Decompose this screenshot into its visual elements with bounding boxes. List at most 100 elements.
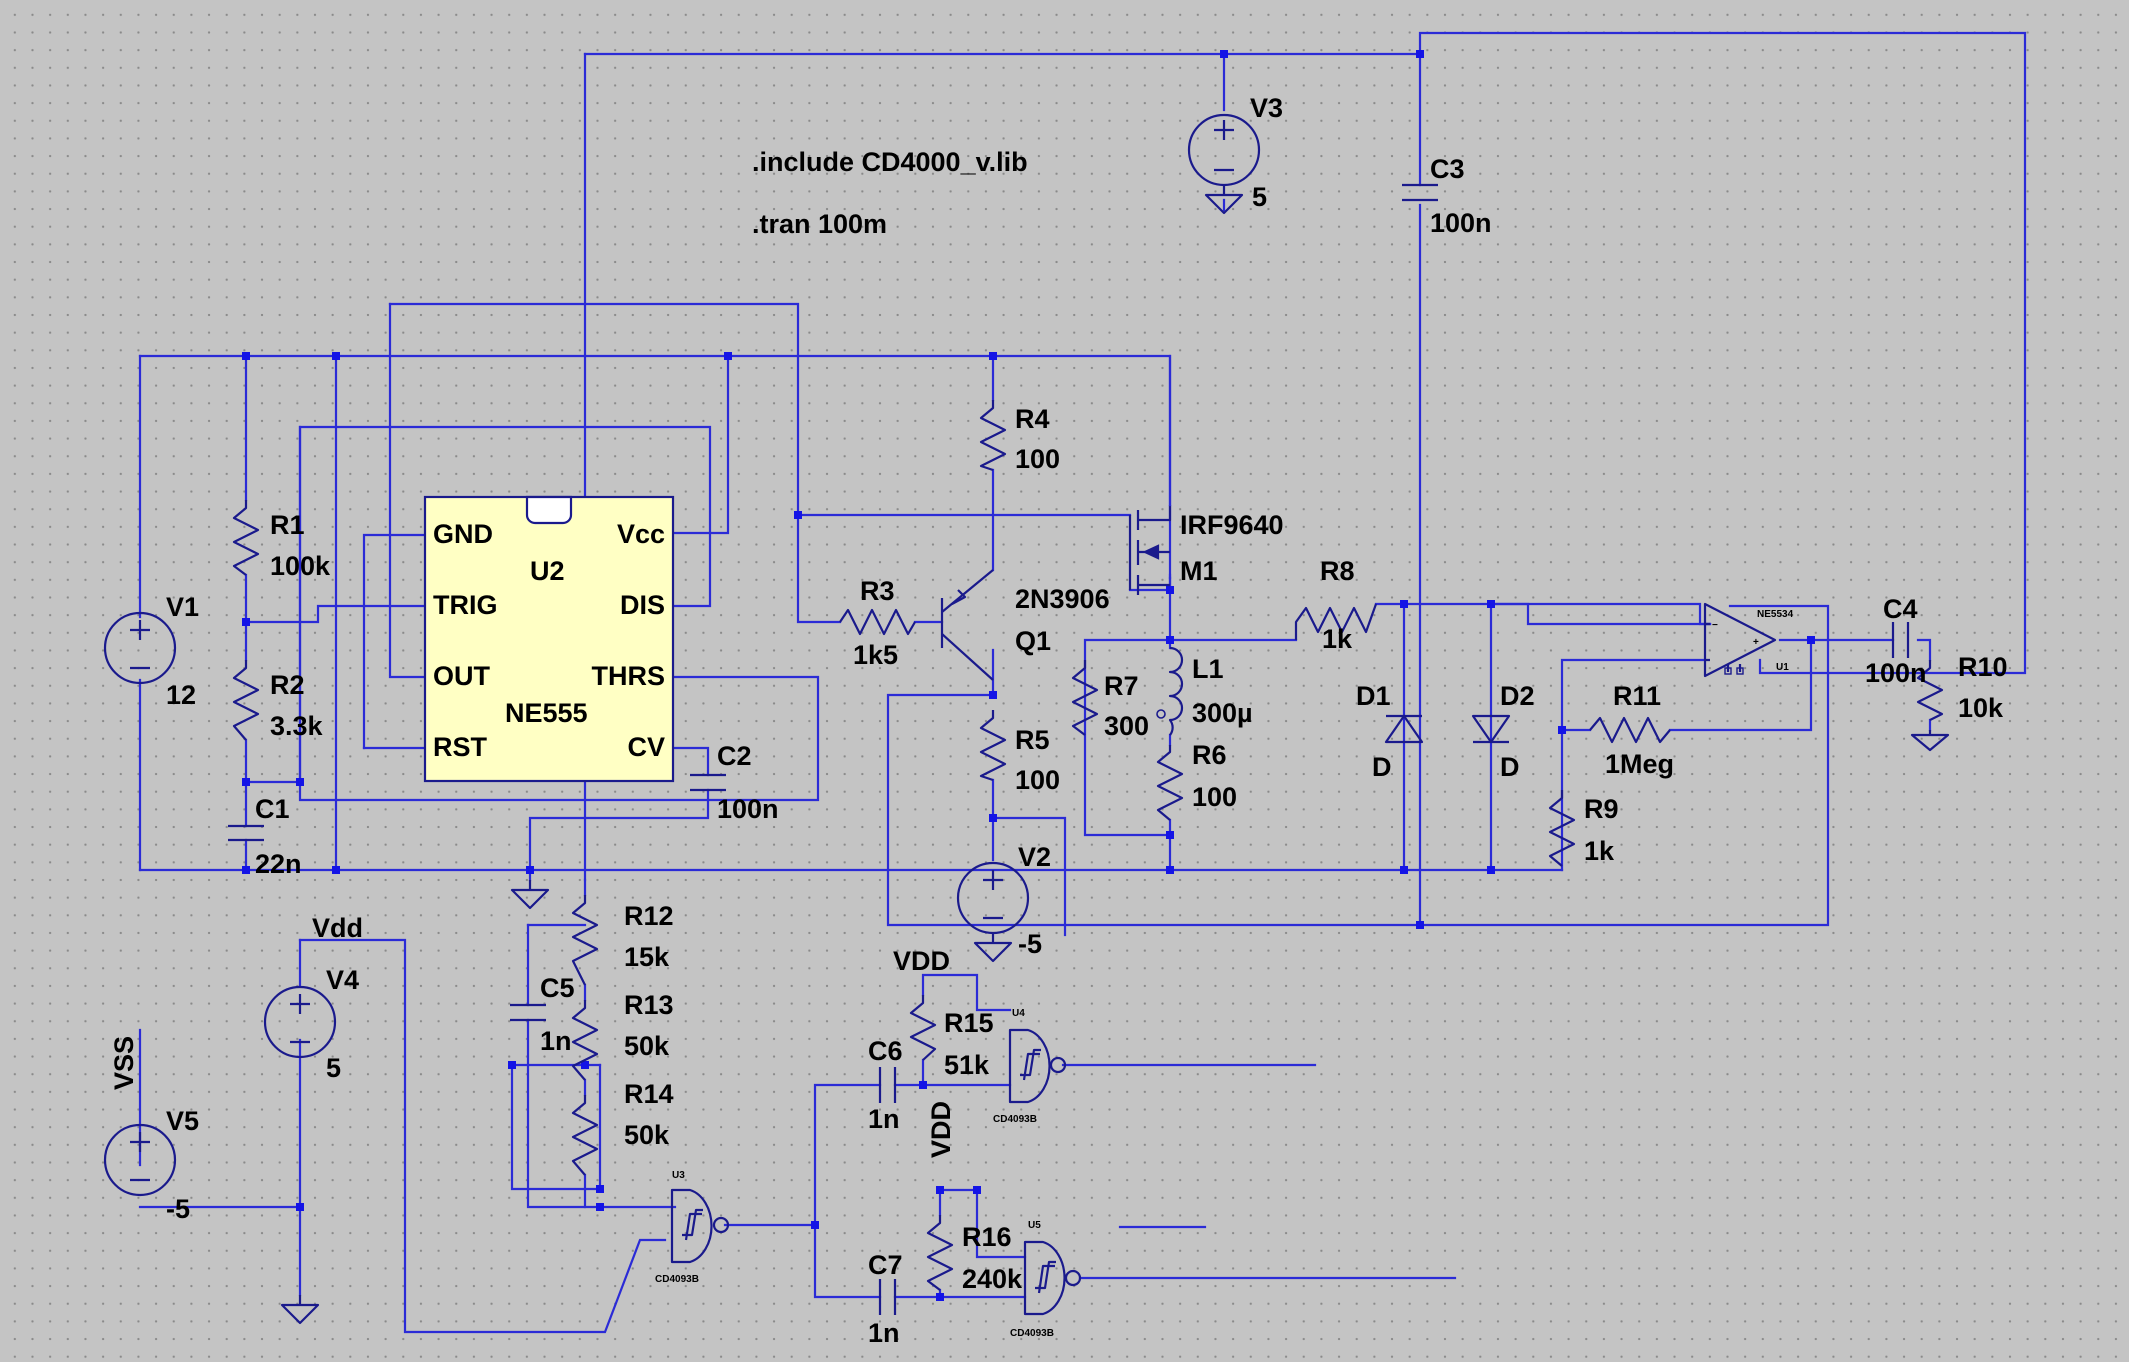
- capacitor-c7[interactable]: C7 1n: [868, 1250, 903, 1348]
- r6-name: R6: [1192, 740, 1227, 770]
- u5-ref: U5: [1028, 1220, 1041, 1231]
- capacitor-c3[interactable]: C3 100n: [1402, 154, 1492, 238]
- r12-value: 15k: [624, 942, 670, 972]
- gate-u3[interactable]: U3 CD4093B: [655, 1170, 730, 1285]
- u4-ref: U4: [1012, 1008, 1025, 1019]
- opamp-plus-pin: +: [1753, 637, 1759, 648]
- m1-part: IRF9640: [1180, 510, 1284, 540]
- c6-value: 1n: [868, 1104, 900, 1134]
- gate-u5[interactable]: U5 CD4093B: [1010, 1220, 1082, 1339]
- source-v3[interactable]: V3 5: [1187, 93, 1283, 215]
- r16-name: R16: [962, 1222, 1012, 1252]
- pin-cv-label: CV: [627, 732, 665, 762]
- resistor-r13[interactable]: R13 50k: [571, 990, 674, 1081]
- v4-value: 5: [326, 1053, 341, 1083]
- wires: [138, 31, 2027, 1334]
- ne555-ref: U2: [530, 556, 565, 586]
- resistor-r10[interactable]: R10 10k: [1910, 652, 2008, 752]
- c5-name: C5: [540, 973, 575, 1003]
- c7-name: C7: [868, 1250, 903, 1280]
- v5-value: -5: [166, 1194, 190, 1224]
- resistor-r6[interactable]: R6 100: [1156, 740, 1237, 821]
- source-v2[interactable]: V2 -5: [956, 842, 1051, 963]
- r12-name: R12: [624, 901, 674, 931]
- opamp-u1[interactable]: − + NE5534 U1: [1703, 602, 1794, 678]
- q1-name: Q1: [1015, 626, 1051, 656]
- gate-u4[interactable]: U4 CD4093B: [993, 1008, 1067, 1125]
- r14-value: 50k: [624, 1120, 670, 1150]
- resistor-r12[interactable]: R12 15k: [571, 895, 674, 986]
- directive-tran[interactable]: .tran 100m: [752, 209, 887, 239]
- capacitor-c5[interactable]: C5 1n: [510, 973, 575, 1056]
- resistor-r9[interactable]: R9 1k: [1548, 790, 1619, 867]
- resistor-r3[interactable]: R3 1k5: [839, 576, 916, 670]
- transistor-m1[interactable]: IRF9640 M1: [1128, 354, 1284, 595]
- diode-d1[interactable]: D1 D: [1356, 681, 1424, 782]
- v5-name: V5: [166, 1106, 199, 1136]
- resistor-r11[interactable]: R11 1Meg: [1589, 681, 1674, 779]
- u5-part: CD4093B: [1010, 1328, 1054, 1339]
- directive-include[interactable]: .include CD4000_v.lib: [752, 147, 1028, 177]
- r15-name: R15: [944, 1008, 994, 1038]
- net-label-vdd-top: Vdd: [312, 913, 363, 943]
- transistor-q1[interactable]: 2N3906 Q1: [940, 569, 1110, 681]
- r8-name: R8: [1320, 556, 1355, 586]
- r5-value: 100: [1015, 765, 1060, 795]
- resistor-r2[interactable]: R2 3.3k: [232, 660, 324, 741]
- capacitor-c2[interactable]: C2 100n: [690, 741, 779, 824]
- resistor-r1[interactable]: R1 100k: [232, 500, 331, 581]
- net-label-vdd-r15: VDD: [893, 946, 950, 976]
- r13-name: R13: [624, 990, 674, 1020]
- resistor-r7[interactable]: R7 300: [1071, 660, 1149, 741]
- d1-name: D1: [1356, 681, 1391, 711]
- c3-value: 100n: [1430, 208, 1492, 238]
- r5-name: R5: [1015, 725, 1050, 755]
- c3-name: C3: [1430, 154, 1465, 184]
- net-label-vss: VSS: [109, 1036, 139, 1090]
- v1-value: 12: [166, 680, 196, 710]
- r6-value: 100: [1192, 782, 1237, 812]
- r9-name: R9: [1584, 794, 1619, 824]
- r10-name: R10: [1958, 652, 2008, 682]
- capacitor-c4[interactable]: C4 100n: [1865, 594, 1927, 688]
- resistor-r5[interactable]: R5 100: [979, 710, 1060, 795]
- r3-value: 1k5: [853, 640, 898, 670]
- r4-name: R4: [1015, 404, 1050, 434]
- resistor-r4[interactable]: R4 100: [979, 400, 1060, 474]
- d1-model: D: [1372, 752, 1392, 782]
- c4-name: C4: [1883, 594, 1918, 624]
- l1-value: 300µ: [1192, 698, 1253, 728]
- inductor-l1[interactable]: L1 300µ: [1156, 646, 1253, 736]
- ne555-part: NE555: [505, 698, 588, 728]
- r8-value: 1k: [1322, 624, 1353, 654]
- ne555-chip[interactable]: GND TRIG OUT RST Vcc DIS THRS CV U2 NE55…: [423, 495, 675, 783]
- opamp-part: NE5534: [1757, 609, 1794, 620]
- r7-value: 300: [1104, 711, 1149, 741]
- capacitor-c6[interactable]: C6 1n: [868, 1036, 903, 1134]
- resistor-r14[interactable]: R14 50k: [571, 1079, 674, 1176]
- resistor-r8[interactable]: R8 1k: [1294, 556, 1378, 654]
- c6-name: C6: [868, 1036, 903, 1066]
- c1-value: 22n: [255, 849, 302, 879]
- junction-dots: [242, 50, 1815, 1301]
- c2-name: C2: [717, 741, 752, 771]
- r11-name: R11: [1613, 681, 1661, 711]
- c4-value: 100n: [1865, 658, 1927, 688]
- u4-part: CD4093B: [993, 1114, 1037, 1125]
- r4-value: 100: [1015, 444, 1060, 474]
- source-v5[interactable]: V5 -5: [103, 1106, 199, 1224]
- r1-value: 100k: [270, 551, 331, 581]
- ground-symbol: [510, 880, 550, 910]
- capacitor-c1[interactable]: C1 22n: [228, 794, 302, 879]
- resistor-r16[interactable]: R16 240k: [926, 1215, 1023, 1294]
- c7-value: 1n: [868, 1318, 900, 1348]
- v3-name: V3: [1250, 93, 1283, 123]
- resistor-r15[interactable]: R15 51k: [909, 995, 994, 1080]
- q1-part: 2N3906: [1015, 584, 1110, 614]
- source-v4[interactable]: V4 5: [263, 965, 359, 1325]
- diode-d2[interactable]: D2 D: [1471, 681, 1535, 782]
- source-v1[interactable]: V1 12: [103, 592, 199, 710]
- c2-value: 100n: [717, 794, 779, 824]
- r2-value: 3.3k: [270, 711, 324, 741]
